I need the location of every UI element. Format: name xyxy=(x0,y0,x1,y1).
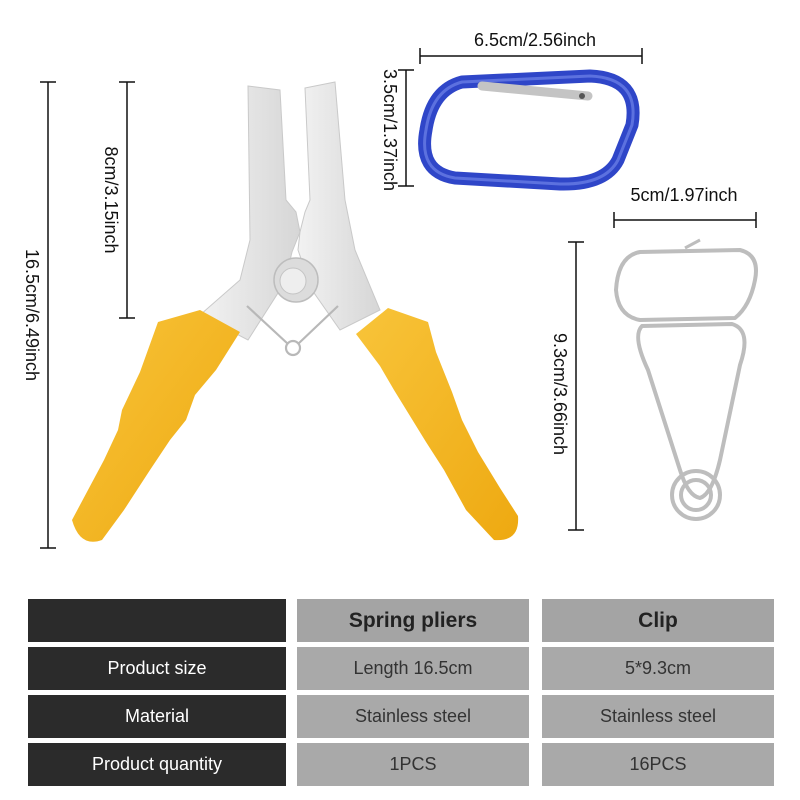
carabiner-height-label: 3.5cm/1.37inch xyxy=(380,69,400,191)
clip-height-label: 9.3cm/3.66inch xyxy=(550,333,570,455)
table-row: Material Stainless steel Stainless steel xyxy=(28,695,774,738)
pliers-right-jaw xyxy=(297,81,381,331)
clip-lower-loop xyxy=(636,322,747,500)
table-header-pliers: Spring pliers xyxy=(297,599,529,642)
clip-top-loop xyxy=(614,248,758,322)
spring-pliers xyxy=(72,81,519,542)
clip-width-dimension: 5cm/1.97inch xyxy=(613,185,757,228)
clip xyxy=(614,238,758,521)
pliers-jaw-dimension: 8cm/3.15inch xyxy=(101,81,135,319)
pliers-right-handle xyxy=(356,308,519,541)
row-label: Product quantity xyxy=(28,743,286,786)
carabiner-width-label: 6.5cm/2.56inch xyxy=(474,30,596,50)
clip-coil xyxy=(670,469,722,521)
row-clip-value: 5*9.3cm xyxy=(542,647,774,690)
row-pliers-value: Length 16.5cm xyxy=(297,647,529,690)
pliers-spring xyxy=(246,305,339,345)
row-label: Material xyxy=(28,695,286,738)
pliers-left-handle xyxy=(72,310,240,542)
row-label: Product size xyxy=(28,647,286,690)
pliers-jaw-label: 8cm/3.15inch xyxy=(101,146,121,253)
table-row: Product size Length 16.5cm 5*9.3cm xyxy=(28,647,774,690)
row-pliers-value: 1PCS xyxy=(297,743,529,786)
carabiner-gate xyxy=(477,81,593,101)
table-row: Product quantity 1PCS 16PCS xyxy=(28,743,774,786)
pliers-left-jaw xyxy=(199,85,301,341)
table-header-blank xyxy=(28,599,286,642)
row-pliers-value: Stainless steel xyxy=(297,695,529,738)
pliers-length-label: 16.5cm/6.49inch xyxy=(22,249,42,381)
carabiner-height-dimension: 3.5cm/1.37inch xyxy=(380,69,414,191)
row-clip-value: 16PCS xyxy=(542,743,774,786)
product-illustration: 16.5cm/6.49inch 8cm/3.15inch 6.5cm/2.56i… xyxy=(22,30,758,549)
carabiner xyxy=(418,69,640,191)
row-clip-value: Stainless steel xyxy=(542,695,774,738)
table-header-row: Spring pliers Clip xyxy=(28,599,774,642)
clip-height-dimension: 9.3cm/3.66inch xyxy=(550,241,584,531)
clip-width-label: 5cm/1.97inch xyxy=(630,185,737,205)
spec-table: Spring pliers Clip Product size Length 1… xyxy=(28,599,774,791)
pliers-length-dimension: 16.5cm/6.49inch xyxy=(22,81,56,549)
table-header-clip: Clip xyxy=(542,599,774,642)
carabiner-width-dimension: 6.5cm/2.56inch xyxy=(419,30,643,64)
